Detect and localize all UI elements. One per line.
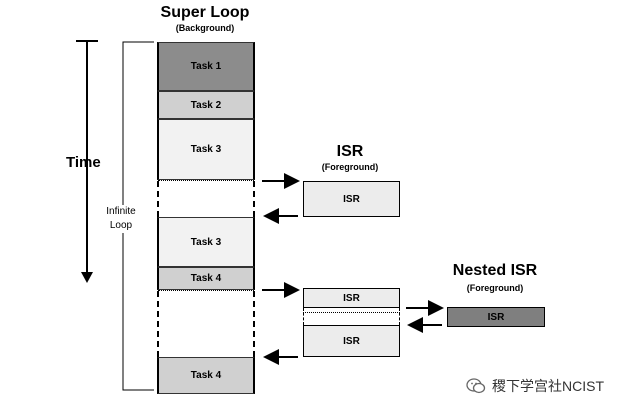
- loop-label: Loop: [109, 220, 133, 231]
- infinite-label: Infinite: [106, 206, 136, 217]
- isr-lower-block: ISR: [303, 325, 400, 357]
- watermark-text: 稷下学宫社NCIST: [492, 378, 604, 394]
- task-2-block: Task 2: [157, 91, 255, 119]
- time-label: Time: [66, 154, 101, 171]
- task-3-block: Task 3: [157, 119, 255, 180]
- task-3-resume-block: Task 3: [157, 217, 255, 267]
- task-4-block: Task 4: [157, 267, 255, 290]
- infinite-loop-label: Infinite Loop: [98, 205, 144, 233]
- isr-gap: [157, 181, 255, 217]
- nested-isr-block: ISR: [447, 307, 545, 327]
- nested-isr-title: Nested ISR: [452, 262, 538, 279]
- task-4-resume-block: Task 4: [157, 357, 255, 394]
- isr-subtitle: (Foreground): [321, 162, 379, 172]
- super-loop-subtitle: (Background): [175, 23, 235, 33]
- isr-split-gap: [303, 308, 400, 325]
- isr-block: ISR: [303, 181, 400, 217]
- isr-title: ISR: [336, 143, 364, 160]
- watermark: 稷下学宫社NCIST: [466, 376, 604, 396]
- super-loop-title: Super Loop: [160, 4, 250, 21]
- time-arrow-icon: [76, 40, 98, 283]
- task-1-block: Task 1: [157, 42, 255, 91]
- isr-upper-block: ISR: [303, 288, 400, 308]
- separator: [158, 290, 254, 291]
- separator: [158, 180, 254, 181]
- separator: [303, 312, 400, 313]
- nested-isr-gap: [157, 291, 255, 357]
- nested-isr-subtitle: (Foreground): [466, 283, 524, 293]
- wechat-icon: [466, 378, 486, 394]
